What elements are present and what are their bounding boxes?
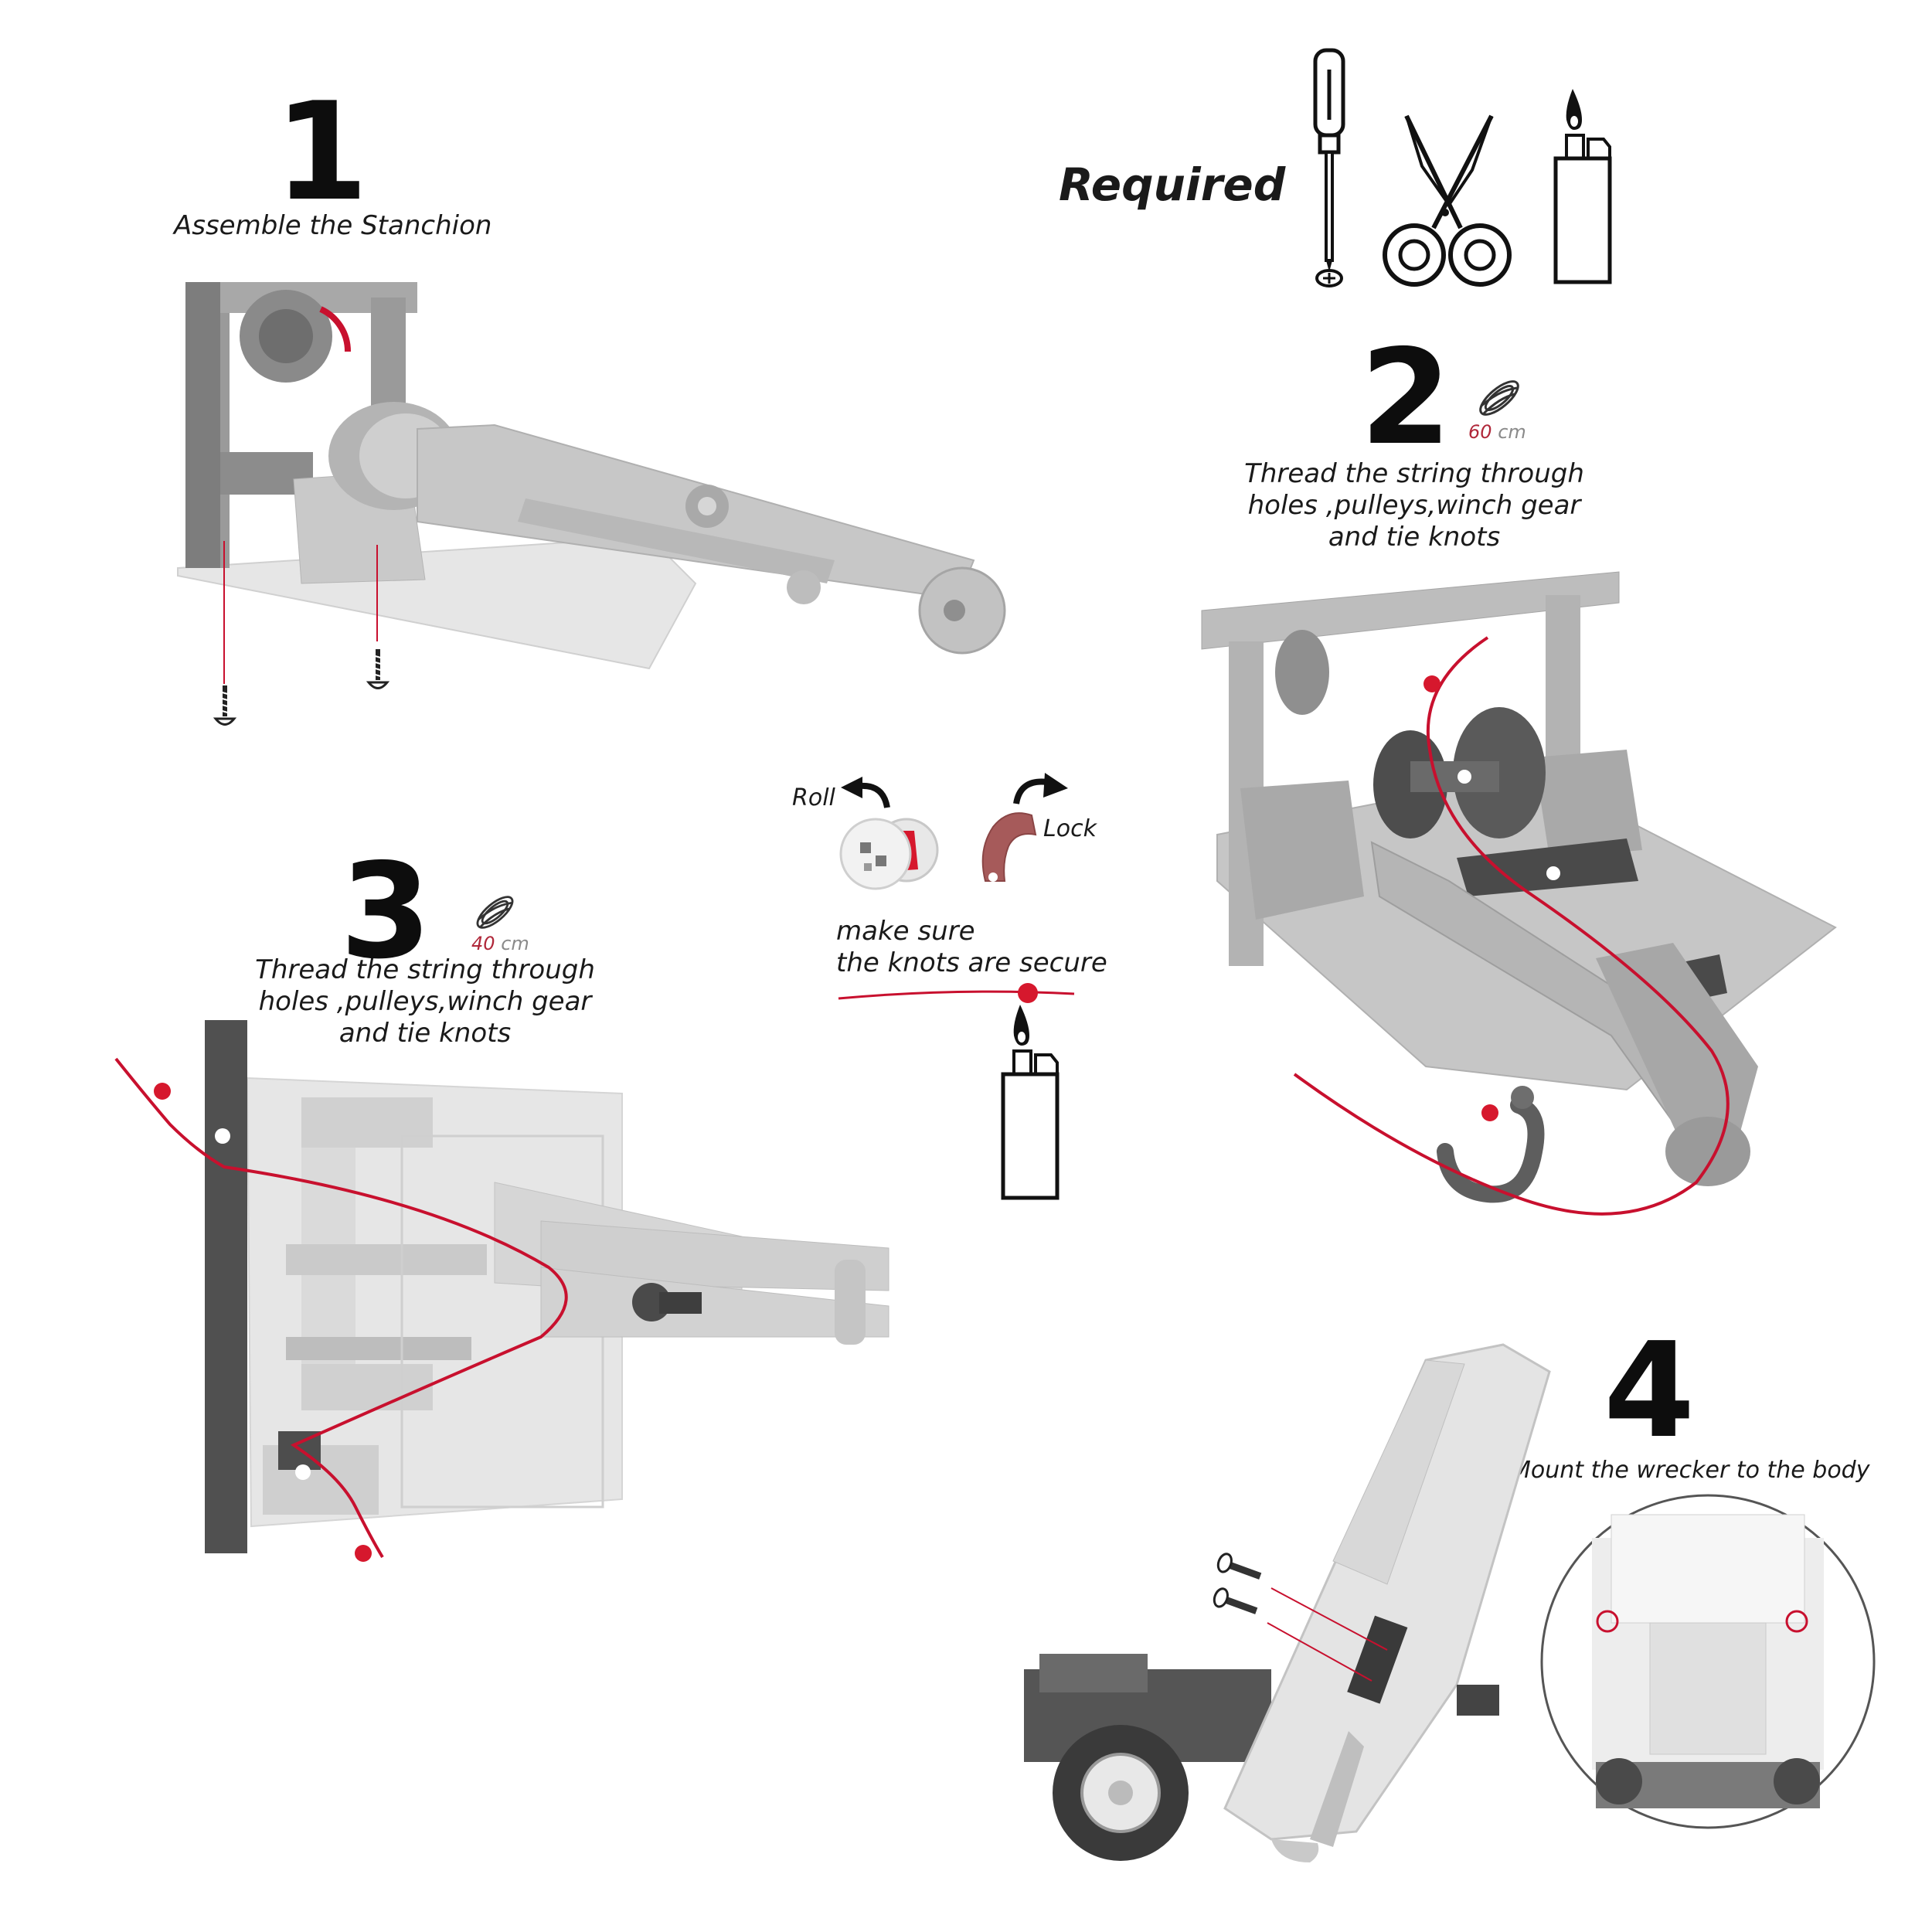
screwdriver-icon: [1313, 48, 1345, 287]
tip-line: make sure: [836, 916, 975, 947]
lock-pawl-icon: [981, 812, 1037, 882]
knot-string-illustration: [838, 983, 1075, 1003]
step-4-number: 4: [1604, 1315, 1696, 1468]
step-1-caption: Assemble the Stanchion: [174, 210, 492, 241]
required-label: Required: [1059, 158, 1286, 211]
length-value: 40: [471, 933, 495, 954]
lock-arrow-icon: [1013, 773, 1068, 804]
step-3-caption: Thread the string through holes ,pulleys…: [247, 954, 603, 1049]
step-2-winch-illustration: [1201, 571, 1837, 1216]
caption-line: holes ,pulleys,winch gear: [258, 986, 592, 1017]
tip-line: the knots are secure: [836, 947, 1107, 978]
step-4-caption: Mount the wrecker to the body: [1511, 1457, 1870, 1484]
step-2-number: 2: [1360, 321, 1452, 474]
step-2-caption: Thread the string through holes ,pulleys…: [1236, 458, 1592, 553]
step-1-number: 1: [274, 74, 369, 231]
caption-line: and tie knots: [1328, 522, 1501, 553]
caption-line: and tie knots: [338, 1018, 512, 1049]
caption-line: Thread the string through: [1244, 458, 1584, 489]
caption-line: holes ,pulleys,winch gear: [1247, 490, 1581, 521]
screw-icon: [366, 649, 390, 689]
step-3-string-length: 40 cm: [471, 933, 529, 954]
step-2-string-length: 60 cm: [1468, 421, 1526, 443]
length-value: 60: [1468, 421, 1492, 443]
scissors-icon: [1383, 114, 1512, 287]
lock-label: Lock: [1043, 815, 1097, 842]
screw-icon: [213, 685, 237, 726]
length-unit: cm: [1498, 421, 1526, 443]
lighter-icon: [1001, 1005, 1060, 1200]
string-coil-icon: [1479, 380, 1519, 416]
spool-gear-icon: [839, 818, 939, 890]
knot-tip-text: make sure the knots are secure: [836, 916, 1107, 979]
caption-line: Thread the string through: [255, 954, 595, 985]
step-3-top-view-illustration: [114, 1020, 889, 1562]
roll-arrow-icon: [841, 777, 890, 808]
step-1-stanchion-illustration: [177, 282, 1006, 684]
roll-label: Roll: [792, 784, 835, 811]
string-coil-icon: [476, 896, 514, 929]
step-4-truck-illustration: [1024, 1343, 1876, 1862]
step-3-number: 3: [340, 835, 432, 988]
lighter-icon: [1553, 89, 1612, 284]
length-unit: cm: [501, 933, 529, 954]
